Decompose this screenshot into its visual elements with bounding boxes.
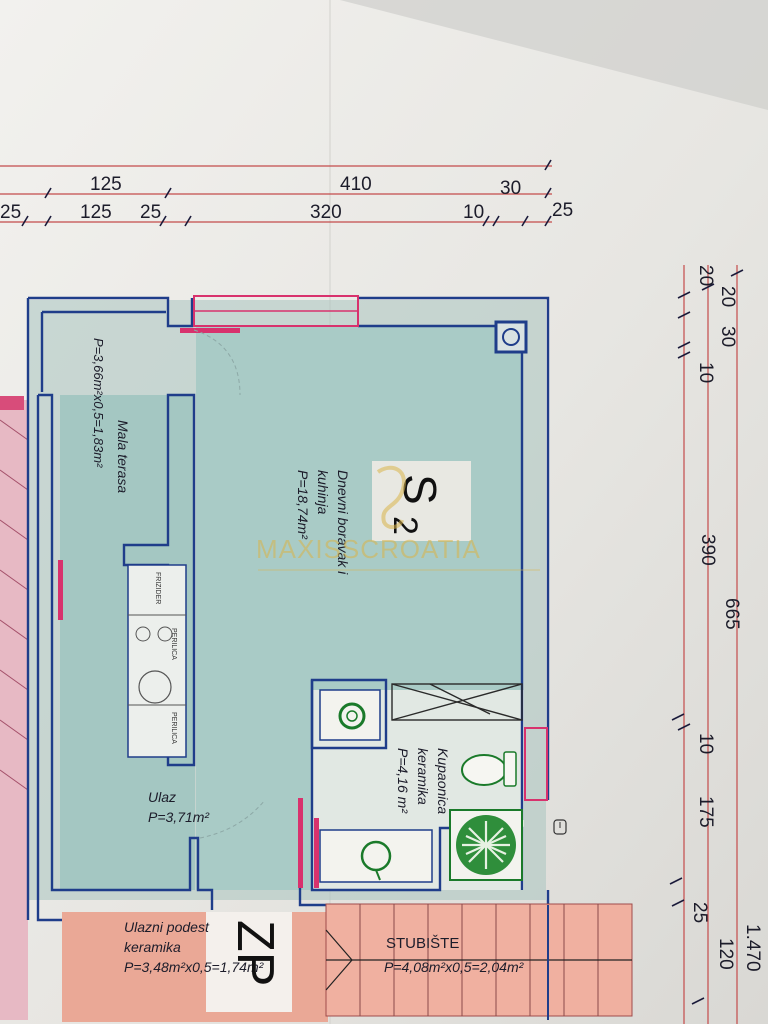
dim-125-b: 125 [80, 202, 112, 223]
landing-name-line1: Ulazni podest [124, 919, 210, 935]
fridge-label: FRIZIDER [154, 572, 161, 604]
dim-25-c: 25 [552, 200, 573, 221]
dim-390: 390 [697, 534, 718, 566]
kitchen-counter: FRIZIDER PERILICA PERILICA [127, 564, 187, 758]
dim-10-top: 10 [463, 202, 484, 223]
entry-landing [62, 912, 328, 1022]
landing-area: P=3,48m²x0,5=1,74m² [124, 959, 265, 975]
watermark-text: MAXISSCROATIA [256, 534, 481, 564]
stairs-name: STUBIŠTE [386, 935, 459, 952]
top-dimension-text: 125 410 30 25 125 25 320 10 25 [0, 174, 573, 223]
dim-25-right: 25 [689, 902, 710, 923]
dim-25-b: 25 [140, 202, 161, 223]
terrace-name: Mala terasa [115, 420, 131, 493]
wardrobe [391, 683, 523, 721]
dim-125-a: 125 [90, 174, 122, 195]
vent-box [494, 320, 528, 354]
right-dimension-ticks [669, 269, 744, 1005]
horizontal-labels: Ulaz P=3,71m² Ulazni podest keramika P=3… [124, 789, 525, 975]
dim-410: 410 [340, 174, 372, 195]
living-area: P=18,74m² [295, 470, 311, 540]
door-swings [193, 329, 266, 839]
living-name-line2: kuhinja [315, 470, 331, 515]
dim-20-a: 20 [695, 265, 716, 286]
paper-shadow [340, 0, 768, 110]
washer-label: PERILICA [170, 712, 177, 744]
dim-320: 320 [310, 202, 342, 223]
window-elements [58, 295, 548, 888]
neighbour-staircase [0, 396, 29, 1020]
sink-label: PERILICA [170, 628, 177, 660]
top-dimension-lines [0, 165, 552, 223]
top-dimension-ticks [21, 159, 552, 227]
entry-area: P=3,71m² [148, 809, 210, 825]
entry-name: Ulaz [148, 789, 176, 805]
terrace-area: P=3,66m²x0,5=1,83m² [91, 338, 106, 468]
room-labels: Mala terasa P=3,66m²x0,5=1,83m² Dnevni b… [91, 338, 451, 814]
living-name-line1: Dnevni boravak i [335, 470, 351, 575]
bathroom-name-line2: keramika [415, 748, 431, 805]
floor-tag: ZP [226, 920, 284, 986]
electrical-symbol [553, 819, 567, 835]
landing-name-line2: keramika [124, 939, 181, 955]
stairs-area: P=4,08m²x0,5=2,04m² [384, 959, 525, 975]
dim-20-b: 20 [717, 286, 738, 307]
bathroom-name-line1: Kupaonica [435, 748, 451, 814]
dim-30-right: 30 [717, 326, 738, 347]
unit-tag-number: 2 [386, 516, 424, 535]
dim-25-a: 25 [0, 202, 21, 223]
dim-10-a: 10 [695, 362, 716, 383]
dim-175: 175 [695, 796, 716, 828]
bathroom-area: P=4,16 m² [395, 748, 411, 814]
dim-30-top: 30 [500, 178, 521, 199]
staircase [325, 903, 633, 1020]
dim-665: 665 [721, 598, 742, 630]
watermark: MAXISSCROATIA [256, 465, 540, 571]
right-dimension-text: 20 20 30 10 390 665 10 175 25 120 1.470 [689, 265, 763, 972]
dim-10-b: 10 [695, 733, 716, 754]
dim-1470: 1.470 [742, 924, 763, 972]
bathroom-fixtures [319, 689, 523, 883]
unit-tag: S 2 [372, 461, 471, 541]
right-dimension-lines [683, 265, 738, 1024]
floor-tag-text: ZP [226, 920, 284, 986]
dim-120: 120 [715, 938, 736, 970]
